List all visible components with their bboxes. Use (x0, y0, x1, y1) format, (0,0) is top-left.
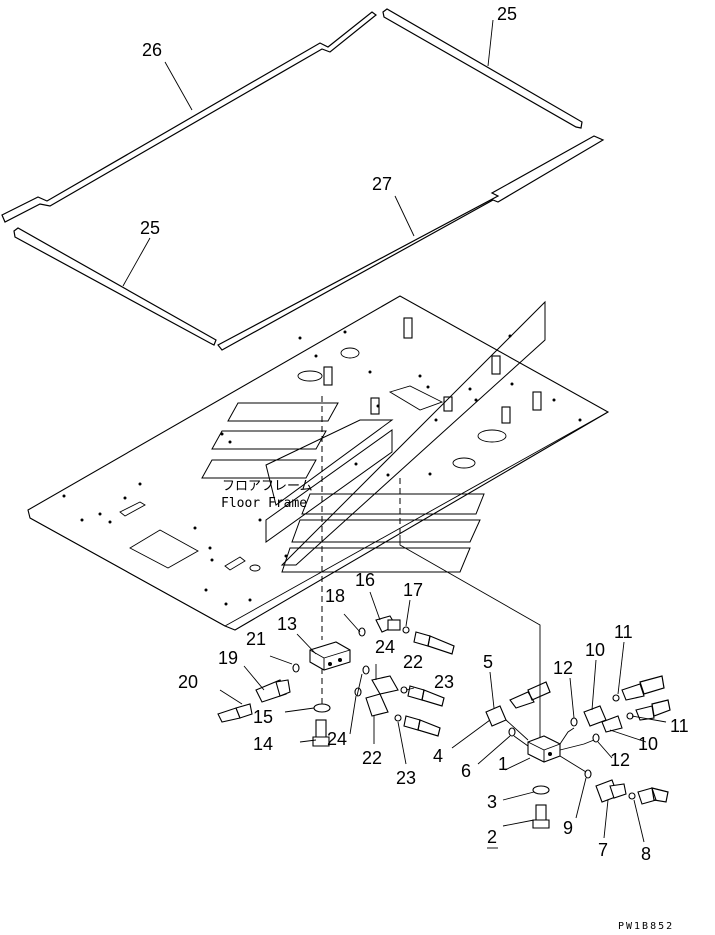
callout-14: 14 (253, 734, 273, 754)
callout-3: 3 (487, 792, 497, 812)
oring-9 (584, 769, 592, 779)
hose-fitting-20 (217, 703, 253, 723)
oring-6 (508, 727, 516, 737)
adapter-10-lower (601, 715, 623, 733)
drawing-code: PW1B852 (618, 921, 674, 932)
oring-12-lower (592, 733, 600, 743)
oring-21 (292, 663, 300, 673)
callout-6: 6 (461, 761, 471, 781)
callout-16: 16 (355, 570, 375, 590)
callout-9: 9 (563, 818, 573, 838)
callout-21: 21 (246, 629, 266, 649)
watermark-logo (201, 300, 546, 573)
callout-24-lower: 24 (327, 729, 347, 749)
callout-labels: 1 2 3 4 5 6 7 8 9 10 10 11 11 12 12 13 1… (140, 4, 689, 864)
callout-10-lower: 10 (638, 734, 658, 754)
callout-12-lower: 12 (610, 750, 630, 770)
elbow-7 (595, 779, 627, 803)
callout-2: 2 (487, 827, 497, 847)
assembly-centerlines (321, 396, 401, 706)
seal-strip-26 (1, 11, 377, 223)
callout-19: 19 (218, 648, 238, 668)
oring-9-b (628, 792, 636, 800)
callout-27: 27 (372, 174, 392, 194)
seal-strip-27 (217, 135, 605, 351)
callout-25-lower: 25 (140, 218, 160, 238)
callout-7: 7 (598, 840, 608, 860)
callout-10-upper: 10 (585, 640, 605, 660)
hose-fitting-upper-left (413, 631, 455, 655)
seal-strip-25-lower (13, 227, 217, 346)
callout-12-upper: 12 (553, 658, 573, 678)
bolt-2 (532, 804, 550, 829)
callout-23-lower: 23 (396, 768, 416, 788)
valve-block-13 (309, 641, 351, 671)
callout-4: 4 (433, 746, 443, 766)
hose-fitting-8 (637, 787, 669, 805)
adapter-22-lower (365, 693, 389, 717)
callout-23-upper: 23 (434, 672, 454, 692)
washer-3 (532, 785, 550, 795)
oring-23-lower (394, 714, 402, 722)
bolt-14 (312, 719, 330, 747)
elbow-16 (375, 615, 401, 633)
floor-frame-plate (27, 295, 610, 631)
hose-fitting-11-lower (635, 699, 671, 721)
callout-24-upper: 24 (375, 637, 395, 657)
hose-fitting-11-upper (621, 675, 665, 701)
callout-11-lower: 11 (670, 716, 689, 736)
callout-18: 18 (325, 586, 345, 606)
hose-fitting-5 (509, 681, 551, 709)
callout-20: 20 (178, 672, 198, 692)
callout-26: 26 (142, 40, 162, 60)
oring-17 (402, 626, 410, 634)
callout-17: 17 (403, 580, 423, 600)
watermark-label-ja: フロアフレーム (222, 479, 313, 494)
adapter-22-upper (371, 675, 399, 695)
callout-1: 1 (498, 754, 508, 774)
callout-11-upper: 11 (614, 622, 633, 642)
hose-routing-line (399, 535, 541, 740)
oring-12-upper (570, 717, 578, 727)
callout-15: 15 (253, 707, 273, 727)
callout-8: 8 (641, 844, 651, 864)
hose-fitting-mid-left (403, 685, 445, 737)
valve-block-1 (527, 735, 561, 763)
oring-24-upper (362, 665, 370, 675)
adapter-19 (255, 679, 291, 703)
seal-strip-25-upper (382, 8, 583, 129)
callout-22-lower: 22 (362, 748, 382, 768)
callout-5: 5 (483, 652, 493, 672)
connecting-lines-right (505, 719, 595, 773)
callout-25-upper: 25 (497, 4, 517, 24)
watermark-label-en: Floor Frame (221, 496, 307, 511)
oring-18 (358, 627, 366, 637)
callout-13: 13 (277, 614, 297, 634)
elbow-4 (485, 705, 507, 727)
washer-15 (313, 703, 331, 713)
oring-11-upper (612, 694, 620, 702)
leader-lines (122, 19, 667, 843)
callout-22-upper: 22 (403, 652, 423, 672)
